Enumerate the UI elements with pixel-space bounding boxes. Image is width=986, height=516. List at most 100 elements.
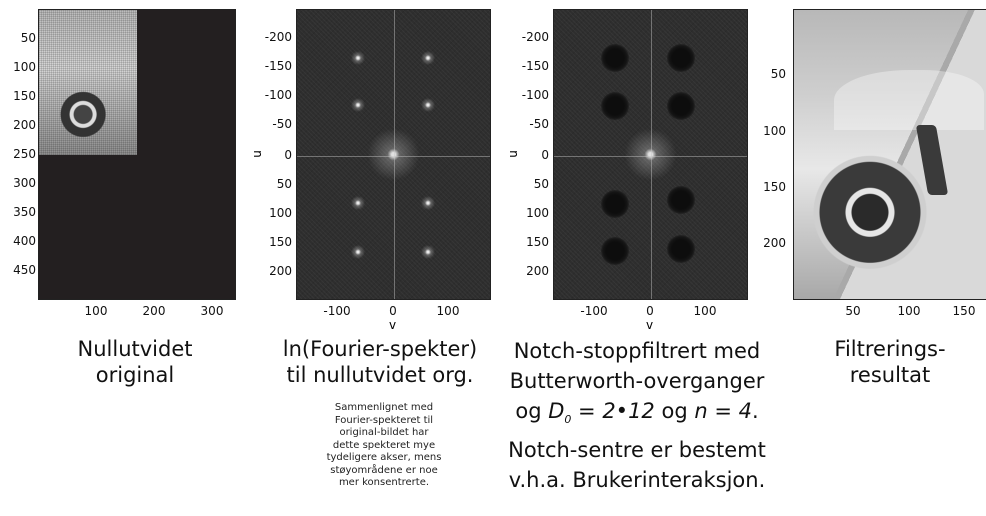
notch-reject-region: [601, 237, 629, 265]
noise-peak: [351, 245, 365, 259]
caption-line: Butterworth-overganger: [509, 369, 765, 393]
y-tick: 400: [13, 234, 36, 248]
y-tick: -150: [521, 59, 549, 73]
notch-reject-region: [667, 44, 695, 72]
y-tick: 150: [13, 89, 36, 103]
caption-line: Notch-sentre er bestemt: [508, 438, 766, 463]
caption-line: v.h.a. Brukerinteraksjon.: [508, 468, 766, 493]
x-tick: -100: [323, 304, 351, 318]
notch-reject-region: [667, 235, 695, 263]
note-line: Fourier-spekteret til: [334, 414, 434, 426]
caption-line: ln(Fourier-spekter): [282, 337, 478, 361]
caption-line-params: og D0 = 2•12 og n = 4.: [492, 396, 782, 435]
noise-peak: [421, 51, 435, 65]
y-tick: 50: [770, 67, 786, 81]
x-tick: 100: [436, 304, 460, 318]
y-tick: 300: [13, 176, 36, 190]
caption-line: til nullutvidet org.: [286, 363, 474, 387]
x-axis-label: v: [389, 318, 397, 332]
y-tick: 150: [269, 235, 292, 249]
y-axis-label: u: [249, 150, 264, 158]
y-tick: 0: [541, 148, 549, 162]
y-tick: -50: [529, 117, 549, 131]
noise-peak: [421, 196, 435, 210]
y-tick: -50: [272, 117, 292, 131]
filtered-result-image: [793, 9, 986, 300]
caption-line: resultat: [849, 363, 931, 387]
noise-peak: [351, 51, 365, 65]
y-tick: 200: [13, 118, 36, 132]
y-tick: -200: [264, 30, 292, 44]
noise-peak: [421, 98, 435, 112]
y-tick: 50: [276, 177, 292, 191]
noise-peak: [351, 196, 365, 210]
d0-subscript: 0: [564, 413, 572, 427]
y-tick: -200: [521, 30, 549, 44]
notch-reject-region: [667, 92, 695, 120]
filtered-spectrum-image: [553, 9, 748, 300]
y-axis-label: u: [505, 150, 520, 158]
caption-ln-fourier: ln(Fourier-spekter) til nullutvidet org.: [268, 336, 492, 388]
y-tick: 200: [526, 264, 549, 278]
y-tick: 150: [526, 235, 549, 249]
note-line: støyområdene er noe: [330, 464, 438, 476]
y-tick: -100: [264, 88, 292, 102]
caption-line: Notch-stoppfiltrert med: [513, 339, 761, 363]
x-tick: 200: [142, 304, 166, 318]
x-tick: 100: [693, 304, 717, 318]
vertical-axis-line: [394, 10, 395, 299]
y-tick: 100: [763, 124, 786, 138]
x-tick: 0: [389, 304, 397, 318]
caption-line: Nullutvidet: [77, 337, 193, 361]
vertical-axis-line: [651, 10, 652, 299]
note-line: dette spekteret mye: [332, 439, 436, 451]
x-tick: 100: [84, 304, 108, 318]
order-n: n = 4: [694, 399, 752, 423]
caption-filtrerings-resultat: Filtrerings- resultat: [810, 336, 970, 388]
noise-peak: [421, 245, 435, 259]
caption-nullutvidet: Nullutvidet original: [45, 336, 225, 388]
x-tick: 150: [952, 304, 976, 318]
y-tick: 350: [13, 205, 36, 219]
y-tick: 150: [763, 180, 786, 194]
notch-reject-region: [667, 186, 695, 214]
notch-reject-region: [601, 44, 629, 72]
x-tick: 0: [646, 304, 654, 318]
car-body-highlight: [834, 70, 984, 130]
d-letter: D: [548, 399, 565, 423]
y-tick: 0: [284, 148, 292, 162]
d0-symbol: D0 = 2•12: [548, 399, 655, 427]
note-line: original-bildet har: [339, 427, 429, 438]
y-tick: 450: [13, 263, 36, 277]
horizontal-axis-line: [554, 156, 747, 157]
note-line: tydeligere akser, mens: [326, 452, 442, 463]
y-tick: -150: [264, 59, 292, 73]
x-tick: -100: [580, 304, 608, 318]
d0-value: = 2•12: [571, 399, 655, 423]
y-tick: 50: [533, 177, 549, 191]
y-tick: 250: [13, 147, 36, 161]
notch-reject-region: [601, 92, 629, 120]
caption-text: og: [515, 399, 549, 423]
car-thumbnail: [39, 10, 137, 155]
y-tick: 100: [13, 60, 36, 74]
spectrum-image: [296, 9, 491, 300]
noise-peak: [351, 98, 365, 112]
horizontal-axis-line: [297, 156, 490, 157]
caption-text: .: [751, 399, 759, 423]
note-line: mer konsentrerte.: [338, 477, 430, 488]
y-tick: 50: [20, 31, 36, 45]
y-tick: 200: [763, 236, 786, 250]
notch-reject-region: [601, 190, 629, 218]
caption-notch-filter: Notch-stoppfiltrert med Butterworth-over…: [492, 336, 782, 495]
y-tick: 100: [269, 206, 292, 220]
note-line: Sammenlignet med: [334, 402, 434, 413]
zero-padding-right: [137, 10, 235, 155]
side-intake: [915, 125, 949, 195]
y-tick: 200: [269, 264, 292, 278]
comparison-note: Sammenlignet med Fourier-spekteret til o…: [300, 402, 468, 490]
y-tick: -100: [521, 88, 549, 102]
x-axis-label: v: [646, 318, 654, 332]
y-tick: 100: [526, 206, 549, 220]
caption-line: original: [95, 363, 175, 387]
